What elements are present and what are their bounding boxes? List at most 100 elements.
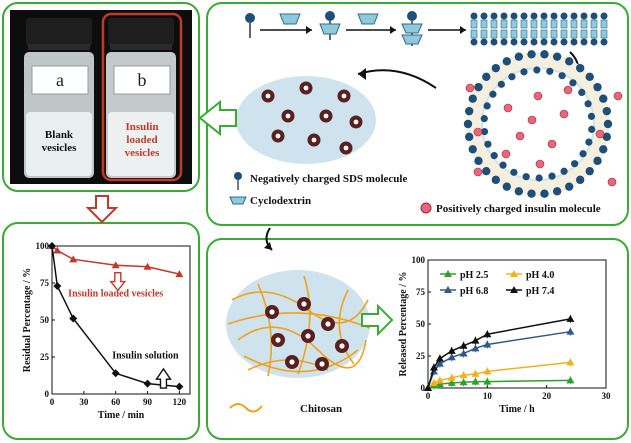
small-vesicle-core [303,85,309,91]
vesicle-dots [261,81,363,155]
vesicle-outer-head [602,106,612,116]
vesicle-inner-head [533,66,541,74]
bilayer-head-bottom [480,38,488,46]
y-tick-label: 25 [416,351,426,361]
x-tick-label: 120 [173,397,187,407]
bilayer-cd-bottom [590,29,598,39]
bilayer-cd-bottom [500,29,508,39]
loaded-caption-line1: Insulin [125,121,158,133]
series-line [51,245,180,388]
y-axis-label: Released Percentage / % [398,271,409,376]
bilayer-head-bottom [500,38,508,46]
bilayer-head-bottom [590,38,598,46]
x-tick-label: 30 [79,397,89,407]
small-vesicle-core [343,145,349,151]
vesicle-outer-head [482,72,491,82]
vesicle-outer-head [540,50,549,59]
vesicle-inner-head [546,67,554,75]
data-point [111,369,120,378]
insulin-molecule [607,177,617,187]
series-label-solution: Insulin solution [112,350,179,361]
y-tick-label: 0 [45,389,50,399]
y-tick-label: 75 [416,287,426,297]
bilayer-head-top [580,12,588,20]
insulin-molecule [613,91,623,101]
bilayer-head-top [550,12,558,20]
insulin-molecule [547,139,557,149]
inclusion-complex-icon [319,11,341,40]
y-tick-label: 50 [416,319,426,329]
x-tick-label: 0 [426,391,431,401]
legend-insulin: Positively charged insulin molecule [420,202,601,215]
chitosan-strand [231,291,369,324]
bilayer-head-top [510,12,518,20]
y-tick-label: 50 [40,315,50,325]
bilayer-head-top [520,12,528,20]
series-3 [424,314,575,391]
bilayer-cd-top [520,19,528,29]
vesicle-inner-head [548,172,556,180]
coated-vesicle-core [325,321,331,327]
vesicle-inner-head [569,79,577,87]
vesicle-outer-head [602,132,612,142]
vesicle-outer-head [552,52,562,61]
bilayer-head-top [530,12,538,20]
vesicle-inner-head [490,151,498,160]
vesicle-inner-head [508,73,516,81]
bilayer-head-top [540,12,548,20]
series-label-loaded: Insulin loaded vesicles [68,288,163,299]
cyclodextrin-icon [279,13,301,25]
vesicle-outer-head [599,145,608,154]
coated-vesicle-core [339,343,345,349]
bilayer-head-bottom [530,38,538,46]
y-tick-label: 25 [40,352,50,362]
vesicle-outer-head [527,189,536,198]
bilayer-cd-bottom [510,29,518,39]
legend-marker [444,270,452,277]
data-point [69,255,78,263]
vesicle-inner-head [584,100,592,108]
vesicle-inner-head [578,88,586,97]
legend-sds: Negatively charged SDS molecule [234,172,407,190]
vesicle-outer-head [552,187,562,196]
vesicle-outer-head [565,182,574,191]
x-tick-label: 0 [50,397,55,407]
insulin-molecule [563,85,573,95]
vesicle-inner-head [483,102,491,110]
vesicle-outer-head [468,94,477,103]
series-1 [424,358,575,391]
bilayer-cd-bottom [520,29,528,39]
bilayer-cd-top [490,19,498,29]
vesicle-outer-head [527,50,536,59]
data-point [175,270,184,278]
vial-a-label: a [56,70,64,90]
insulin-molecule [501,149,511,159]
vesicle-outer-head [474,156,483,166]
bilayer-cd-top [550,19,558,29]
legend-marker [510,286,518,293]
legend-cyclodextrin-text: Cyclodextrin [250,195,311,207]
vesicle-outer-head [464,106,474,116]
bilayer-membrane [470,12,608,46]
data-point [424,384,432,391]
assembly-scheme: Negatively charged SDS molecule Cyclodex… [229,11,623,215]
y-tick-label: 0 [421,383,426,393]
legend-sds-text: Negatively charged SDS molecule [250,173,407,185]
chitosan-network [227,275,371,377]
small-vesicle-core [285,113,291,119]
x-tick-label: 90 [143,397,153,407]
insulin-molecule [559,109,569,119]
y-axis-label: Residual Percentage / % [22,268,33,373]
data-point [143,379,152,388]
vesicle-inner-head [585,138,593,146]
vesicle-outer-head [565,57,574,66]
bilayer-cd-top [470,19,478,29]
vesicle-inner-head [560,167,568,175]
vesicle-inner-head [480,115,488,123]
coated-vesicle-core [301,301,307,307]
legend-label: pH 7.4 [526,286,554,297]
vesicle-outer-head [599,94,608,103]
legend-cyclodextrin: Cyclodextrin [229,195,311,207]
vesicle-outer-head [540,189,549,198]
vial-b: b Insulin loaded vesicles [101,12,183,182]
